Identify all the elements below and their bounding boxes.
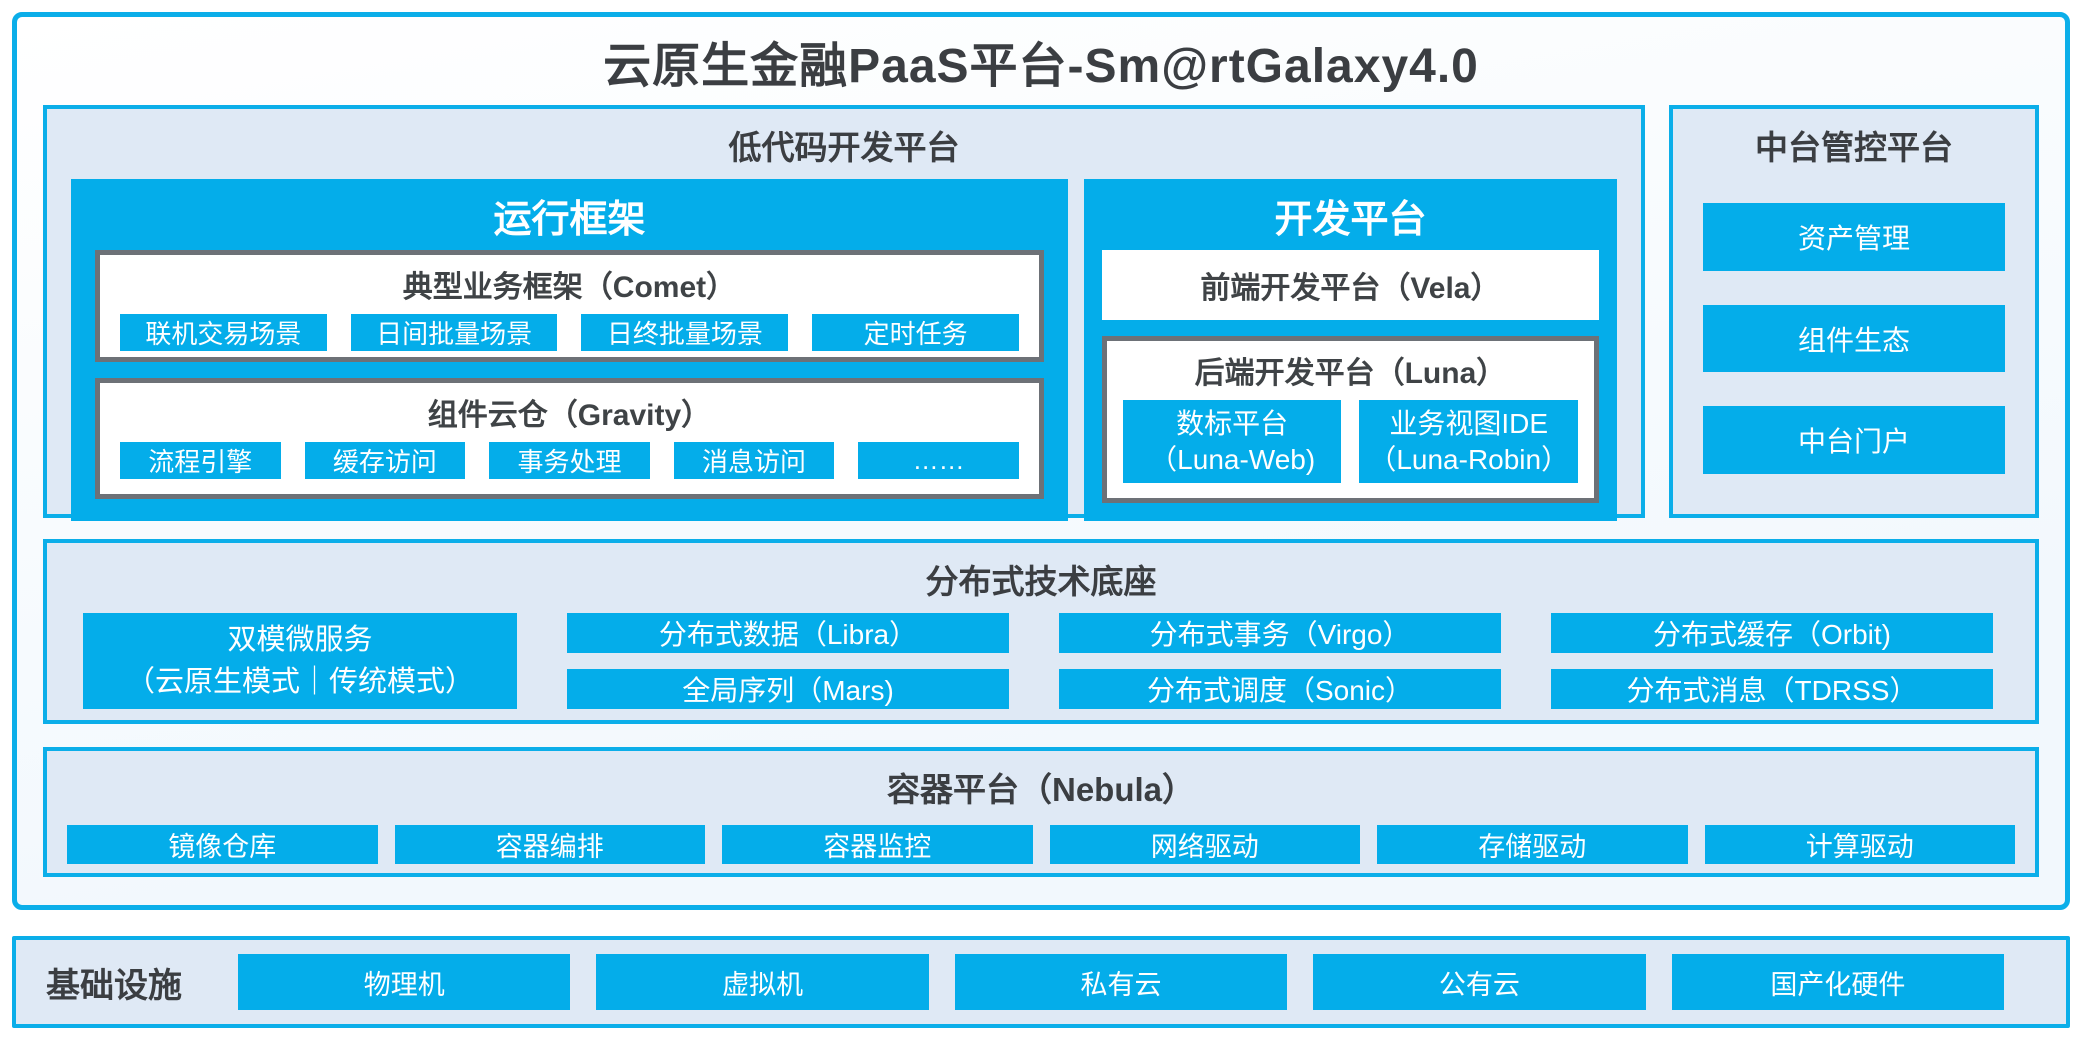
comet-title: 典型业务框架（Comet） (402, 271, 737, 304)
infrastructure-item: 公有云 (1313, 954, 1646, 1010)
luna-item-line2: （Luna-Robin） (1368, 443, 1570, 475)
distributed-base-body: 双模微服务 （云原生模式｜传统模式） 分布式数据（Libra） 全局序列（Mar… (47, 611, 2035, 727)
lowcode-platform-panel: 低代码开发平台 运行框架 典型业务框架（Comet） 联机交易场景 日间批量场景… (43, 105, 1645, 521)
infrastructure-title: 基础设施 (46, 966, 182, 1005)
luna-item: 数标平台 （Luna-Web) (1122, 400, 1342, 483)
dev-platform-title: 开发平台 (1274, 199, 1427, 241)
gravity-item: 消息访问 (673, 442, 835, 479)
gravity-box: 组件云仓（Gravity） 流程引擎 缓存访问 事务处理 消息访问 …… (95, 378, 1044, 499)
container-item: 计算驱动 (1704, 825, 2015, 864)
top-row: 低代码开发平台 运行框架 典型业务框架（Comet） 联机交易场景 日间批量场景… (43, 105, 2039, 521)
mid-platform-panel: 中台管控平台 资产管理 组件生态 中台门户 (1669, 105, 2039, 518)
lowcode-platform-title: 低代码开发平台 (728, 129, 960, 166)
distributed-item: 分布式调度（Sonic） (1059, 669, 1501, 709)
mid-platform-item: 组件生态 (1703, 304, 2005, 373)
distributed-item: 全局序列（Mars) (567, 669, 1009, 709)
luna-box: 后端开发平台（Luna） 数标平台 （Luna-Web) 业务视图IDE （Lu… (1101, 336, 1599, 503)
luna-item: 业务视图IDE （Luna-Robin） (1359, 400, 1578, 483)
distributed-base-panel: 分布式技术底座 双模微服务 （云原生模式｜传统模式） 分布式数据（Libra） … (43, 539, 2039, 724)
dual-microservice-line1: 双模微服务 (227, 624, 373, 656)
dual-microservice-line2: （云原生模式｜传统模式） (125, 666, 474, 698)
mid-platform-title: 中台管控平台 (1755, 129, 1953, 166)
runtime-framework-title: 运行框架 (493, 199, 646, 241)
comet-item: 联机交易场景 (120, 314, 327, 351)
mid-platform-item: 资产管理 (1703, 203, 2005, 271)
distributed-column: 分布式事务（Virgo） 分布式调度（Sonic） (1059, 613, 1501, 709)
distributed-column: 分布式数据（Libra） 全局序列（Mars) (567, 613, 1009, 709)
infrastructure-item: 虚拟机 (596, 954, 929, 1010)
runtime-framework-panel: 运行框架 典型业务框架（Comet） 联机交易场景 日间批量场景 日终批量场景 … (71, 179, 1068, 521)
container-item: 容器监控 (722, 825, 1033, 864)
container-platform-panel: 容器平台（Nebula） 镜像仓库 容器编排 容器监控 网络驱动 存储驱动 计算… (43, 747, 2039, 877)
gravity-items: 流程引擎 缓存访问 事务处理 消息访问 …… (100, 442, 1039, 494)
luna-item-line1: 数标平台 (1176, 407, 1289, 439)
lowcode-body: 运行框架 典型业务框架（Comet） 联机交易场景 日间批量场景 日终批量场景 … (47, 177, 1641, 541)
distributed-base-title: 分布式技术底座 (925, 563, 1157, 600)
infrastructure-panel: 基础设施 物理机 虚拟机 私有云 公有云 国产化硬件 (12, 936, 2070, 1028)
container-item: 网络驱动 (1049, 825, 1360, 864)
gravity-item: 流程引擎 (120, 442, 281, 479)
comet-box: 典型业务框架（Comet） 联机交易场景 日间批量场景 日终批量场景 定时任务 (95, 250, 1044, 362)
page-title: 云原生金融PaaS平台-Sm@rtGalaxy4.0 (603, 40, 1479, 93)
luna-items: 数标平台 （Luna-Web) 业务视图IDE （Luna-Robin） (1107, 400, 1594, 498)
vela-block: 前端开发平台（Vela） (1101, 250, 1599, 320)
luna-item-line1: 业务视图IDE (1389, 407, 1549, 439)
luna-item-line2: （Luna-Web) (1149, 443, 1316, 475)
gravity-title: 组件云仓（Gravity） (427, 399, 712, 432)
infrastructure-item: 国产化硬件 (1671, 954, 2005, 1010)
mid-platform-item: 中台门户 (1703, 406, 2005, 475)
gravity-item-ellipsis: …… (858, 442, 1019, 479)
container-item: 镜像仓库 (67, 825, 378, 864)
comet-item: 日间批量场景 (350, 314, 558, 351)
comet-item: 定时任务 (812, 314, 1019, 351)
mid-platform-items: 资产管理 组件生态 中台门户 (1673, 177, 2035, 514)
infrastructure-item: 私有云 (954, 954, 1288, 1010)
distributed-item: 分布式缓存（Orbit) (1551, 613, 1993, 653)
comet-item: 日终批量场景 (581, 314, 789, 351)
comet-items: 联机交易场景 日间批量场景 日终批量场景 定时任务 (100, 314, 1039, 366)
distributed-column: 分布式缓存（Orbit) 分布式消息（TDRSS） (1551, 613, 1993, 709)
container-platform-items: 镜像仓库 容器编排 容器监控 网络驱动 存储驱动 计算驱动 (47, 819, 2035, 881)
container-platform-title: 容器平台（Nebula） (886, 771, 1196, 808)
distributed-item: 分布式数据（Libra） (567, 613, 1009, 653)
gravity-item: 事务处理 (489, 442, 650, 479)
luna-title: 后端开发平台（Luna） (1194, 357, 1507, 390)
container-item: 存储驱动 (1377, 825, 1688, 864)
distributed-item: 分布式消息（TDRSS） (1551, 669, 1993, 709)
container-item: 容器编排 (394, 825, 705, 864)
dual-microservice-block: 双模微服务 （云原生模式｜传统模式） (83, 613, 517, 709)
diagram-frame: 云原生金融PaaS平台-Sm@rtGalaxy4.0 低代码开发平台 运行框架 … (12, 12, 2070, 910)
gravity-item: 缓存访问 (304, 442, 466, 479)
distributed-item: 分布式事务（Virgo） (1059, 613, 1501, 653)
infrastructure-item: 物理机 (238, 954, 571, 1010)
dev-platform-panel: 开发平台 前端开发平台（Vela） 后端开发平台（Luna） 数标平台 （Lun… (1083, 179, 1617, 521)
